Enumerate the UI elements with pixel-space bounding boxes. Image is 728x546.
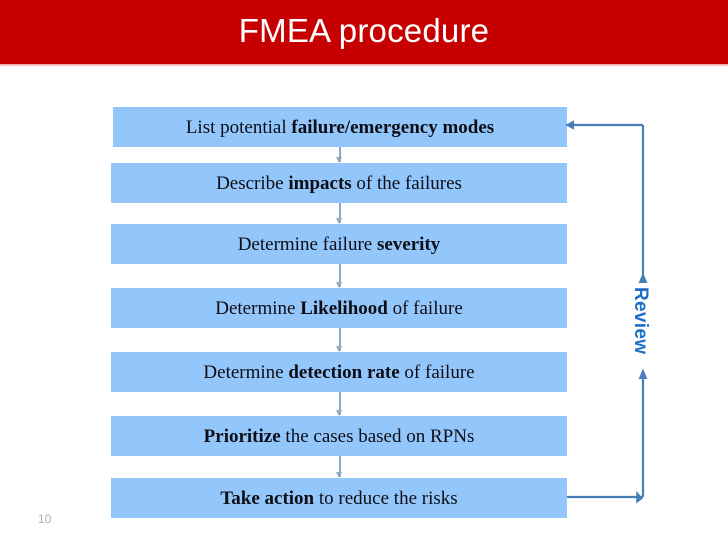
arrow-down-icon bbox=[336, 472, 342, 478]
connector-stem bbox=[339, 456, 341, 477]
connector-stem bbox=[339, 203, 341, 223]
title-banner-shadow bbox=[0, 64, 728, 67]
arrow-down-icon bbox=[336, 282, 342, 288]
flow-step-take-action[interactable]: Take action to reduce the risks bbox=[111, 478, 567, 518]
flow-step-label: Determine failure severity bbox=[237, 233, 441, 255]
flow-step-describe-impacts[interactable]: Describe impacts of the failures bbox=[111, 163, 567, 203]
page-number: 10 bbox=[38, 512, 52, 526]
flow-step-determine-severity[interactable]: Determine failure severity bbox=[111, 224, 567, 264]
connector-stem bbox=[339, 264, 341, 287]
review-loop-arrow-up-icon bbox=[638, 368, 648, 379]
review-loop-label: Review bbox=[630, 287, 651, 355]
title-banner bbox=[0, 0, 728, 64]
flow-step-prioritize-cases[interactable]: Prioritize the cases based on RPNs bbox=[111, 416, 567, 456]
flow-connector-arrow-1 bbox=[336, 147, 343, 163]
page-title: FMEA procedure bbox=[238, 12, 490, 49]
connector-stem bbox=[339, 328, 341, 351]
flow-step-label: Describe impacts of the failures bbox=[216, 172, 462, 194]
flow-step-determine-likelihood[interactable]: Determine Likelihood of failure bbox=[111, 288, 567, 328]
flow-connector-arrow-5 bbox=[336, 392, 343, 416]
flow-step-list-failure-modes[interactable]: List potential failure/emergency modes bbox=[113, 107, 567, 147]
flow-step-label: Determine Likelihood of failure bbox=[215, 297, 463, 319]
flow-connector-arrow-4 bbox=[336, 328, 343, 352]
flow-connector-arrow-3 bbox=[336, 264, 343, 288]
flow-step-label: Prioritize the cases based on RPNs bbox=[203, 425, 475, 447]
connector-stem bbox=[339, 147, 341, 162]
arrow-down-icon bbox=[336, 346, 342, 352]
flow-step-determine-detection-rate[interactable]: Determine detection rate of failure bbox=[111, 352, 567, 392]
flow-step-label: List potential failure/emergency modes bbox=[185, 116, 495, 138]
flow-connector-arrow-2 bbox=[336, 203, 343, 224]
arrow-down-icon bbox=[336, 410, 342, 416]
flow-connector-arrow-6 bbox=[336, 456, 343, 478]
arrow-down-icon bbox=[336, 157, 342, 163]
flow-step-label: Take action to reduce the risks bbox=[220, 487, 458, 509]
arrow-down-icon bbox=[336, 218, 342, 224]
flow-step-label: Determine detection rate of failure bbox=[203, 361, 475, 383]
connector-stem bbox=[339, 392, 341, 415]
review-loop-corner-arrow-icon bbox=[636, 491, 643, 504]
